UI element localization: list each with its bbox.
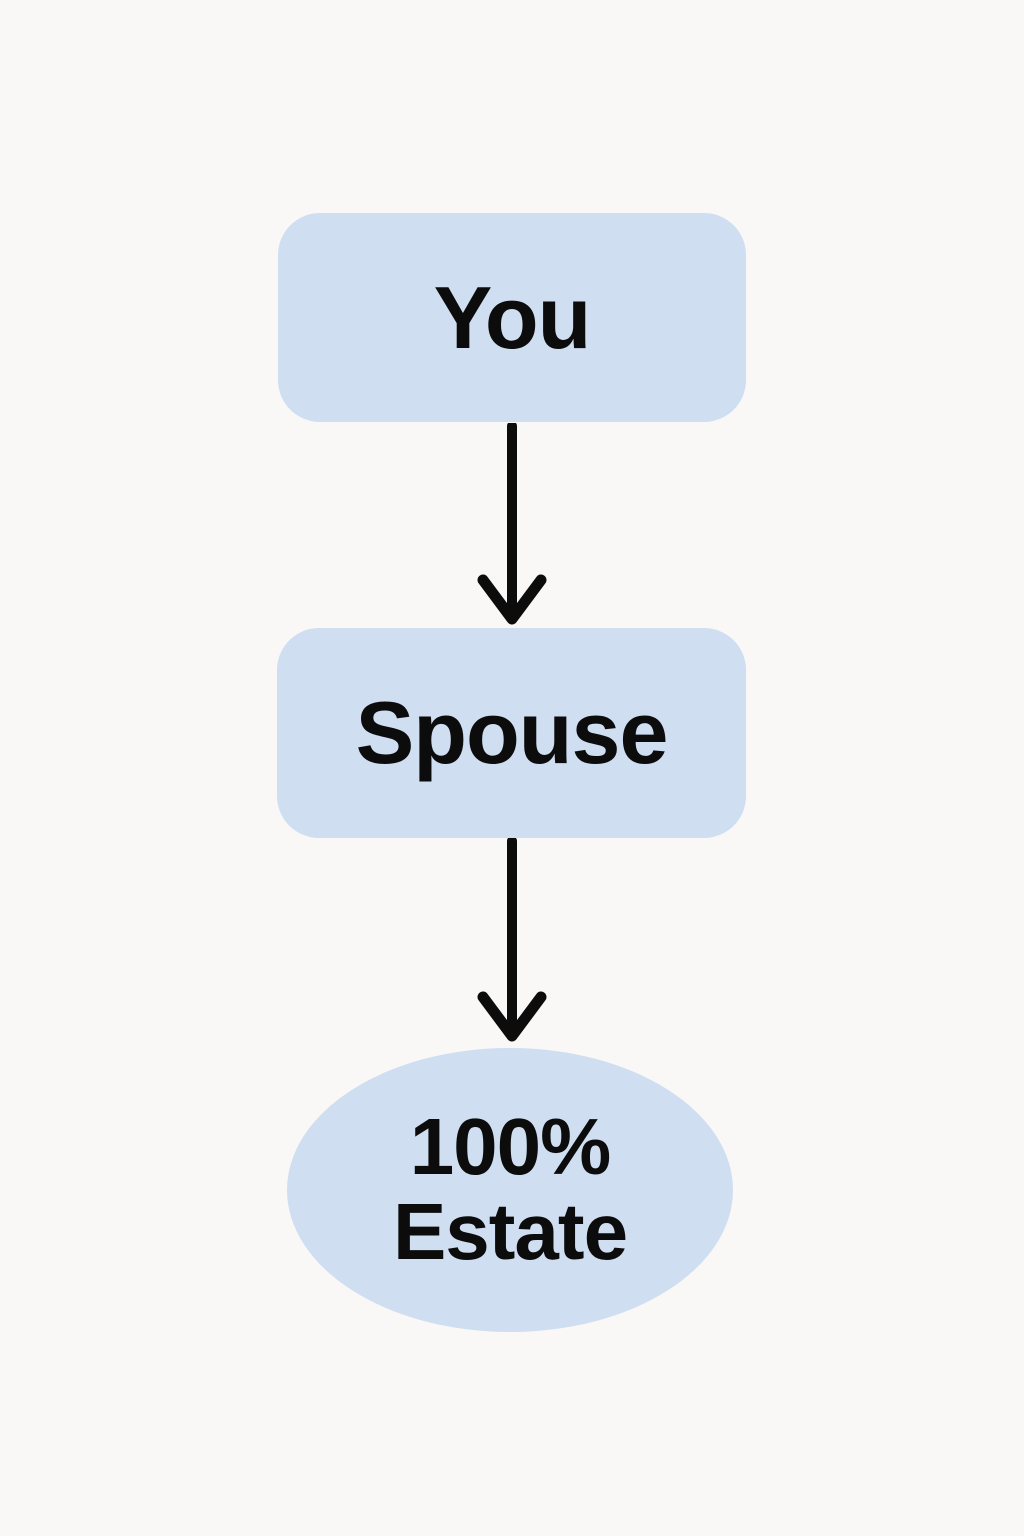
arrow-spouse-to-estate-icon xyxy=(477,838,547,1042)
node-estate: 100% Estate xyxy=(287,1048,733,1332)
arrow-you-to-spouse-icon xyxy=(477,423,547,625)
node-estate-label-line2: Estate xyxy=(392,1187,628,1276)
node-spouse-label: Spouse xyxy=(355,683,669,782)
node-you-label: You xyxy=(433,267,592,367)
node-estate-label-line1: 100% xyxy=(409,1102,612,1192)
node-you: You xyxy=(278,213,746,422)
node-spouse: Spouse xyxy=(277,628,746,838)
node-estate-label: 100% Estate xyxy=(392,1102,628,1276)
